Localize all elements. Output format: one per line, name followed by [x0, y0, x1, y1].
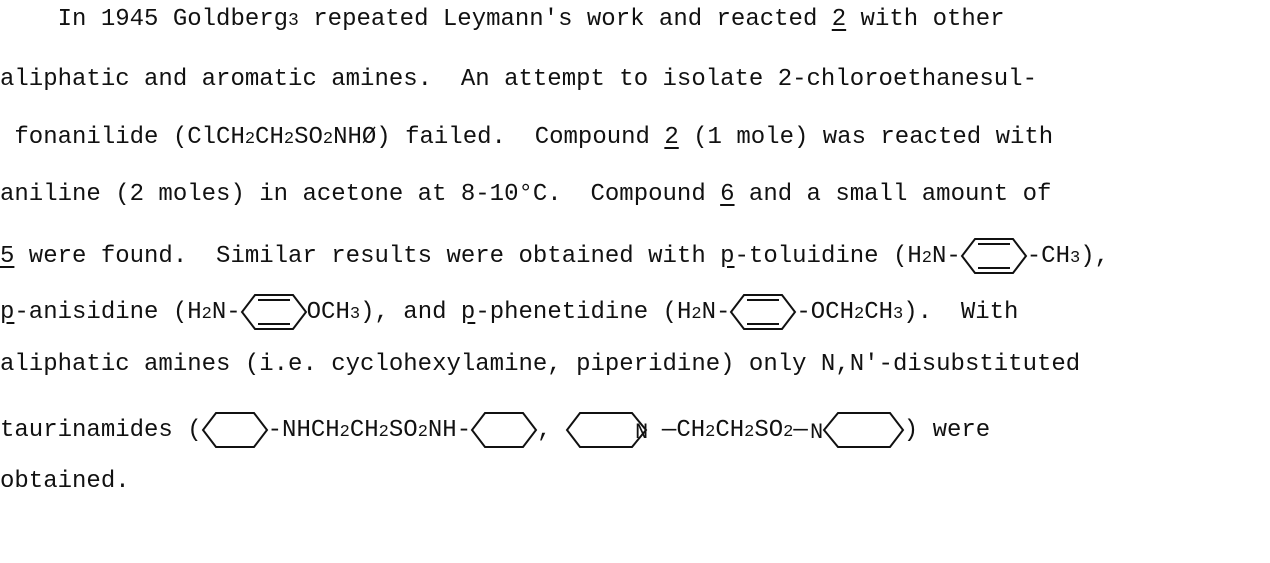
cyclohexane-ring-icon	[201, 412, 268, 448]
para-prefix: p	[460, 299, 476, 326]
line-6-text: -phenetidine (H	[475, 299, 692, 326]
text-line-6: p-anisidine (H2N-OCH3), and p-phenetidin…	[0, 294, 1018, 334]
line-3-text: fonanilide (ClCH	[0, 124, 245, 151]
subscript: 3	[349, 305, 361, 324]
subscript: 3	[1070, 249, 1081, 268]
line-3-text: CH	[255, 124, 284, 151]
line-8-text: CH	[715, 417, 745, 444]
text-line-8: taurinamides (-NHCH2CH2SO2NH-, N—CH2CH2S…	[0, 412, 990, 452]
line-4-text: aniline (2 moles) in acetone at 8-10°C. …	[0, 181, 721, 208]
line-3-text: NHØ) failed. Compound	[333, 124, 665, 151]
subscript: 2	[244, 130, 256, 149]
line-5-text: -toluidine (H	[734, 243, 922, 270]
line-8-text: —	[793, 417, 808, 444]
line-8-text: CH	[349, 417, 379, 444]
line-6-text: N-	[211, 299, 241, 326]
subscript: 2	[691, 305, 702, 324]
line-6-text: -OCH	[796, 299, 854, 326]
benzene-ring-icon	[730, 294, 797, 330]
line-8-text: taurinamides (	[0, 417, 202, 444]
piperidine-nitrogen-label: N	[810, 420, 823, 445]
benzene-ring-icon	[240, 294, 307, 330]
line-8-text: NH-	[427, 417, 472, 444]
line-1-text: with other	[846, 6, 1005, 33]
text-line-7: aliphatic amines (i.e. cyclohexylamine, …	[0, 353, 1080, 393]
reference-superscript: 3	[288, 11, 299, 31]
subscript: 2	[744, 423, 755, 442]
subscript: 2	[339, 423, 350, 442]
line-2-text: aliphatic and aromatic amines. An attemp…	[0, 66, 1037, 93]
line-8-text: ) were	[903, 417, 991, 444]
line-3-text: (1 mole) was reacted with	[678, 124, 1054, 151]
text-line-4: aniline (2 moles) in acetone at 8-10°C. …	[0, 183, 1051, 223]
line-5-text: N-	[931, 243, 961, 270]
line-8-text: SO	[388, 417, 418, 444]
compound-number: 5	[0, 243, 15, 270]
subscript: 2	[705, 423, 716, 442]
subscript: 2	[417, 423, 428, 442]
text-line-1: In 1945 Goldberg3 repeated Leymann's wor…	[0, 8, 1005, 48]
line-6-text: ). With	[903, 299, 1019, 326]
line-7-text: aliphatic amines (i.e. cyclohexylamine, …	[0, 351, 1081, 378]
subscript: 2	[378, 423, 389, 442]
line-6-text: OCH	[306, 299, 350, 326]
line-5-text: ),	[1080, 243, 1110, 270]
text-line-5: 5 were found. Similar results were obtai…	[0, 238, 1109, 278]
subscript: 3	[893, 305, 904, 324]
line-5-text: were found. Similar results were obtaine…	[14, 243, 721, 270]
para-prefix: p	[0, 299, 15, 326]
benzene-ring-icon	[960, 238, 1028, 274]
para-prefix: p	[720, 243, 735, 270]
compound-number: 2	[831, 6, 847, 33]
line-9-text: obtained.	[0, 468, 130, 495]
line-8-text: —CH	[661, 417, 706, 444]
subscript: 2	[283, 130, 295, 149]
piperidine-nitrogen-label: N	[635, 420, 648, 445]
line-6-text: CH	[864, 299, 893, 326]
compound-number: 2	[664, 124, 679, 151]
subscript: 2	[921, 249, 932, 268]
line-6-text: N-	[701, 299, 731, 326]
text-line-3: fonanilide (ClCH2CH2SO2NHØ) failed. Comp…	[0, 126, 1053, 166]
compound-number: 6	[720, 181, 735, 208]
subscript: 2	[853, 305, 865, 324]
text-line-9: obtained.	[0, 470, 130, 510]
line-6-text: -anisidine (H	[14, 299, 202, 326]
line-1-text: repeated Leymann's work and reacted	[298, 6, 832, 33]
line-5-text: -CH	[1026, 243, 1070, 270]
line-8-text: -NHCH	[267, 417, 340, 444]
cyclohexane-ring-icon	[470, 412, 538, 448]
text-line-2: aliphatic and aromatic amines. An attemp…	[0, 68, 1037, 108]
subscript: 2	[783, 423, 794, 442]
piperidine-ring-icon: N	[810, 412, 905, 448]
line-4-text: and a small amount of	[734, 181, 1052, 208]
line-8-text: SO	[754, 417, 784, 444]
subscript: 2	[322, 130, 334, 149]
piperidine-ring-icon: N	[565, 412, 648, 448]
line-3-text: SO	[294, 124, 323, 151]
line-1-text: In 1945 Goldberg	[0, 6, 289, 33]
line-8-text: ,	[537, 417, 566, 444]
subscript: 2	[201, 305, 212, 324]
line-6-text: ), and	[360, 299, 461, 326]
